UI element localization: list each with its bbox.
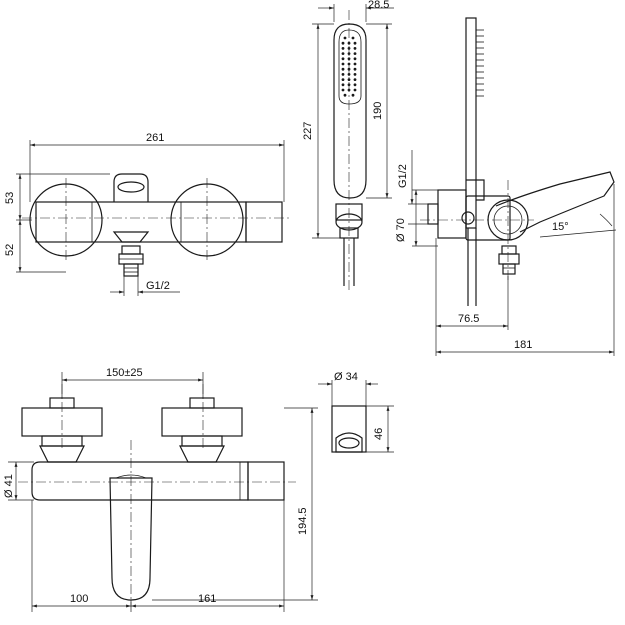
top-view-dimensions: 261 53 52 G1/2 bbox=[4, 132, 285, 296]
dim-227: 227 bbox=[302, 122, 314, 140]
spray-nozzle bbox=[347, 41, 351, 45]
dim-28-5: 28.5 bbox=[368, 0, 389, 11]
top-view bbox=[22, 173, 292, 277]
spray-nozzle bbox=[353, 67, 357, 71]
front-view-dimensions: 150±25 Ø 41 194.5 100 161 bbox=[3, 367, 318, 612]
dim-d41: Ø 41 bbox=[3, 474, 15, 498]
dim-g12-inlet: G1/2 bbox=[397, 164, 409, 188]
spray-nozzle bbox=[341, 62, 345, 66]
spray-nozzle bbox=[347, 57, 351, 61]
spray-nozzle bbox=[353, 78, 357, 81]
hand-shower-view bbox=[333, 10, 367, 292]
spray-nozzle bbox=[341, 47, 345, 50]
spray-nozzle bbox=[347, 73, 351, 76]
dim-g12-outlet: G1/2 bbox=[146, 280, 170, 292]
spray-nozzle bbox=[343, 93, 347, 97]
front-view bbox=[18, 384, 296, 605]
spray-nozzle bbox=[341, 73, 345, 76]
dim-d70: Ø 70 bbox=[395, 218, 407, 242]
spray-nozzle bbox=[341, 83, 345, 87]
spray-nozzle bbox=[341, 57, 345, 61]
spray-nozzle bbox=[353, 57, 357, 61]
dim-190: 190 bbox=[372, 102, 384, 120]
dim-150-25: 150±25 bbox=[106, 367, 143, 379]
spray-nozzle bbox=[341, 88, 345, 92]
spray-nozzle bbox=[351, 36, 355, 40]
spray-nozzle bbox=[351, 93, 355, 97]
dim-angle-15: 15° bbox=[552, 221, 569, 233]
dim-53: 53 bbox=[4, 192, 16, 204]
dim-194-5: 194.5 bbox=[297, 507, 309, 535]
spray-nozzle bbox=[353, 52, 357, 55]
side-view bbox=[420, 17, 615, 306]
dim-52: 52 bbox=[4, 244, 16, 256]
dim-161: 161 bbox=[198, 593, 216, 605]
dim-46: 46 bbox=[373, 428, 385, 440]
dim-261: 261 bbox=[146, 132, 164, 144]
spray-nozzle bbox=[353, 83, 357, 87]
holder-view bbox=[331, 405, 367, 453]
holder-dimensions: Ø 34 46 bbox=[318, 371, 394, 453]
hand-shower-dimensions: 28.5 190 227 bbox=[302, 0, 394, 239]
spray-nozzle bbox=[353, 62, 357, 66]
spray-nozzle bbox=[341, 67, 345, 71]
spray-nozzle bbox=[353, 88, 357, 92]
spray-nozzle bbox=[341, 78, 345, 81]
dim-100: 100 bbox=[70, 593, 88, 605]
dim-181: 181 bbox=[514, 339, 532, 351]
dim-76-5: 76.5 bbox=[458, 313, 479, 325]
spray-nozzle bbox=[341, 52, 345, 55]
spray-nozzle bbox=[353, 41, 357, 45]
spray-nozzle bbox=[353, 73, 357, 76]
dim-d34: Ø 34 bbox=[334, 371, 358, 383]
side-view-dimensions: Ø 70 G1/2 15° 76.5 181 bbox=[395, 150, 617, 356]
spray-nozzle bbox=[347, 78, 351, 81]
spray-nozzle bbox=[353, 47, 357, 50]
spray-nozzle bbox=[343, 36, 347, 40]
spray-nozzle bbox=[341, 41, 345, 45]
